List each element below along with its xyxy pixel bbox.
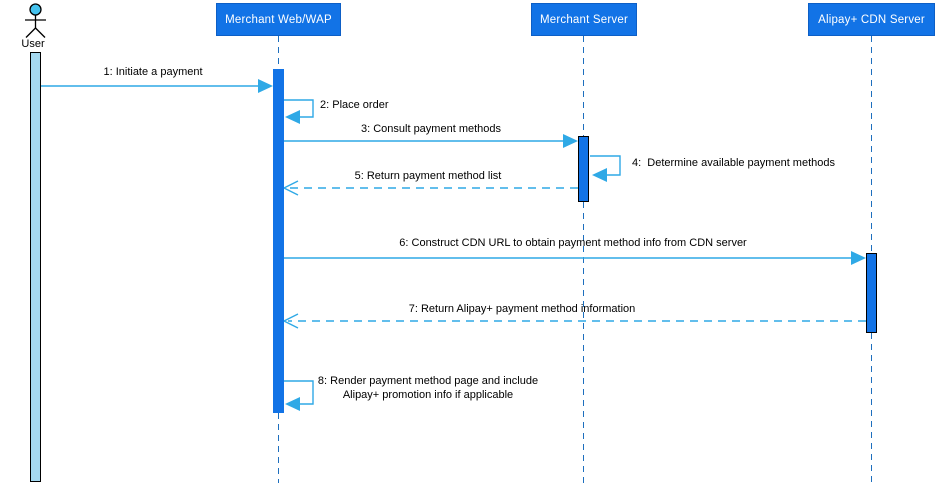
message-1-label: 1: Initiate a payment	[103, 66, 203, 78]
message-2-label: 2: Place order	[320, 99, 389, 111]
user-actor-icon	[25, 3, 46, 38]
lifelines	[278, 36, 872, 483]
message-3-arrow	[284, 134, 578, 148]
activation-bar-merchant-web	[273, 69, 284, 413]
message-4-label: 4: Determine available payment methods	[632, 157, 835, 169]
message-6-arrow	[284, 251, 866, 265]
message-3-label: 3: Consult payment methods	[360, 123, 502, 135]
message-1-arrow	[41, 79, 273, 93]
message-5-return-arrow	[282, 180, 578, 196]
participant-merchant-web[interactable]: Merchant Web/WAP	[216, 3, 341, 36]
message-5-label: 5: Return payment method list	[354, 170, 502, 182]
message-7-return-arrow	[282, 313, 866, 329]
message-8-label: 8: Render payment method page and includ…	[317, 375, 539, 401]
activation-bar-user	[30, 52, 41, 482]
participant-user-label: User	[21, 38, 45, 50]
participant-merchant-server[interactable]: Merchant Server	[531, 3, 637, 36]
message-6-label: 6: Construct CDN URL to obtain payment m…	[399, 237, 747, 249]
message-2-self-arrow	[284, 99, 314, 124]
participant-alipay-cdn[interactable]: Alipay+ CDN Server	[808, 3, 935, 36]
activation-bar-alipay-cdn	[866, 253, 877, 333]
message-8-self-arrow	[284, 380, 314, 411]
activation-bar-merchant-server	[578, 136, 589, 202]
message-4-self-arrow	[590, 155, 621, 182]
message-7-label: 7: Return Alipay+ payment method informa…	[408, 303, 636, 315]
